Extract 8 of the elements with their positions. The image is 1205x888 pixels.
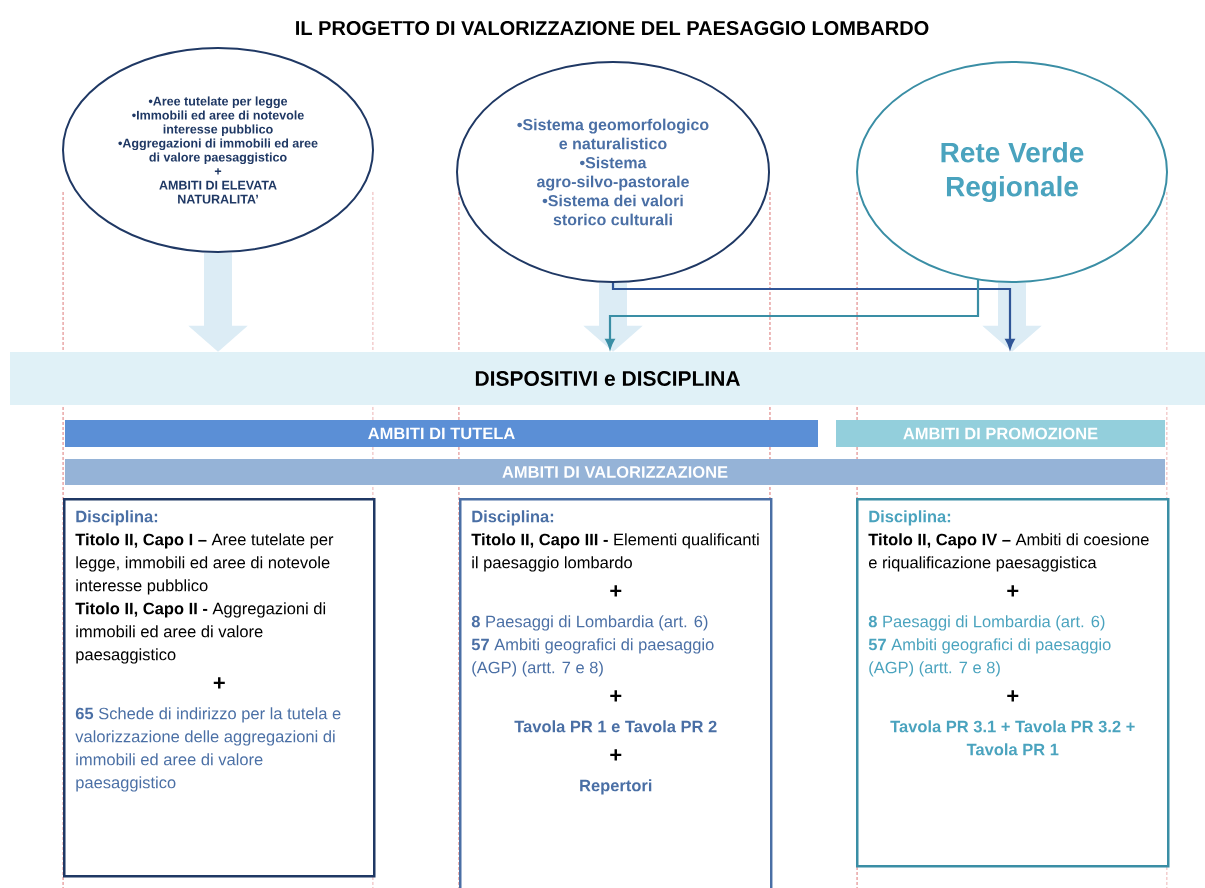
- text-box: Disciplina: Titolo II, Capo IV – Ambiti di coesione e riqualificazione paesaggistica + 8 Paesaggi di Lombardia (art. 6) 57 Ambiti geografici di paesaggio (AGP) (artt. 7 e 8) + Tavola PR 3.1 + Tavola PR 3.2 + Tavola PR 1: [856, 498, 1170, 868]
- category-bar: AMBITI DI TUTELA: [65, 420, 818, 447]
- text-box: Disciplina: Titolo II, Capo I – Aree tutelate per legge, immobili ed aree di notevole interesse pubblico Titolo II, Capo II - Aggregazioni di immobili ed aree di valore paesaggistico + 65 Schede di indirizzo per la tutela e valorizzazione delle aggregazioni di immobili ed aree di valore paesaggistico: [63, 498, 376, 878]
- category-bar: AMBITI DI PROMOZIONE: [836, 420, 1165, 447]
- heading-band: DISPOSITIVI e DISCIPLINA: [10, 352, 1205, 405]
- text-box: Disciplina: Titolo II, Capo III - Elementi qualificanti il paesaggio lombardo + 8 Paesaggi di Lombardia (art. 6) 57 Ambiti geografici di paesaggio (AGP) (artt. 7 e 8) + Tavola PR 1 e Tavola PR 2 + Repertori: [459, 498, 773, 888]
- category-bar: AMBITI DI VALORIZZAZIONE: [65, 459, 1165, 485]
- title: IL PROGETTO DI VALORIZZAZIONE DEL PAESAGGIO LOMBARDO: [296, 20, 929, 36]
